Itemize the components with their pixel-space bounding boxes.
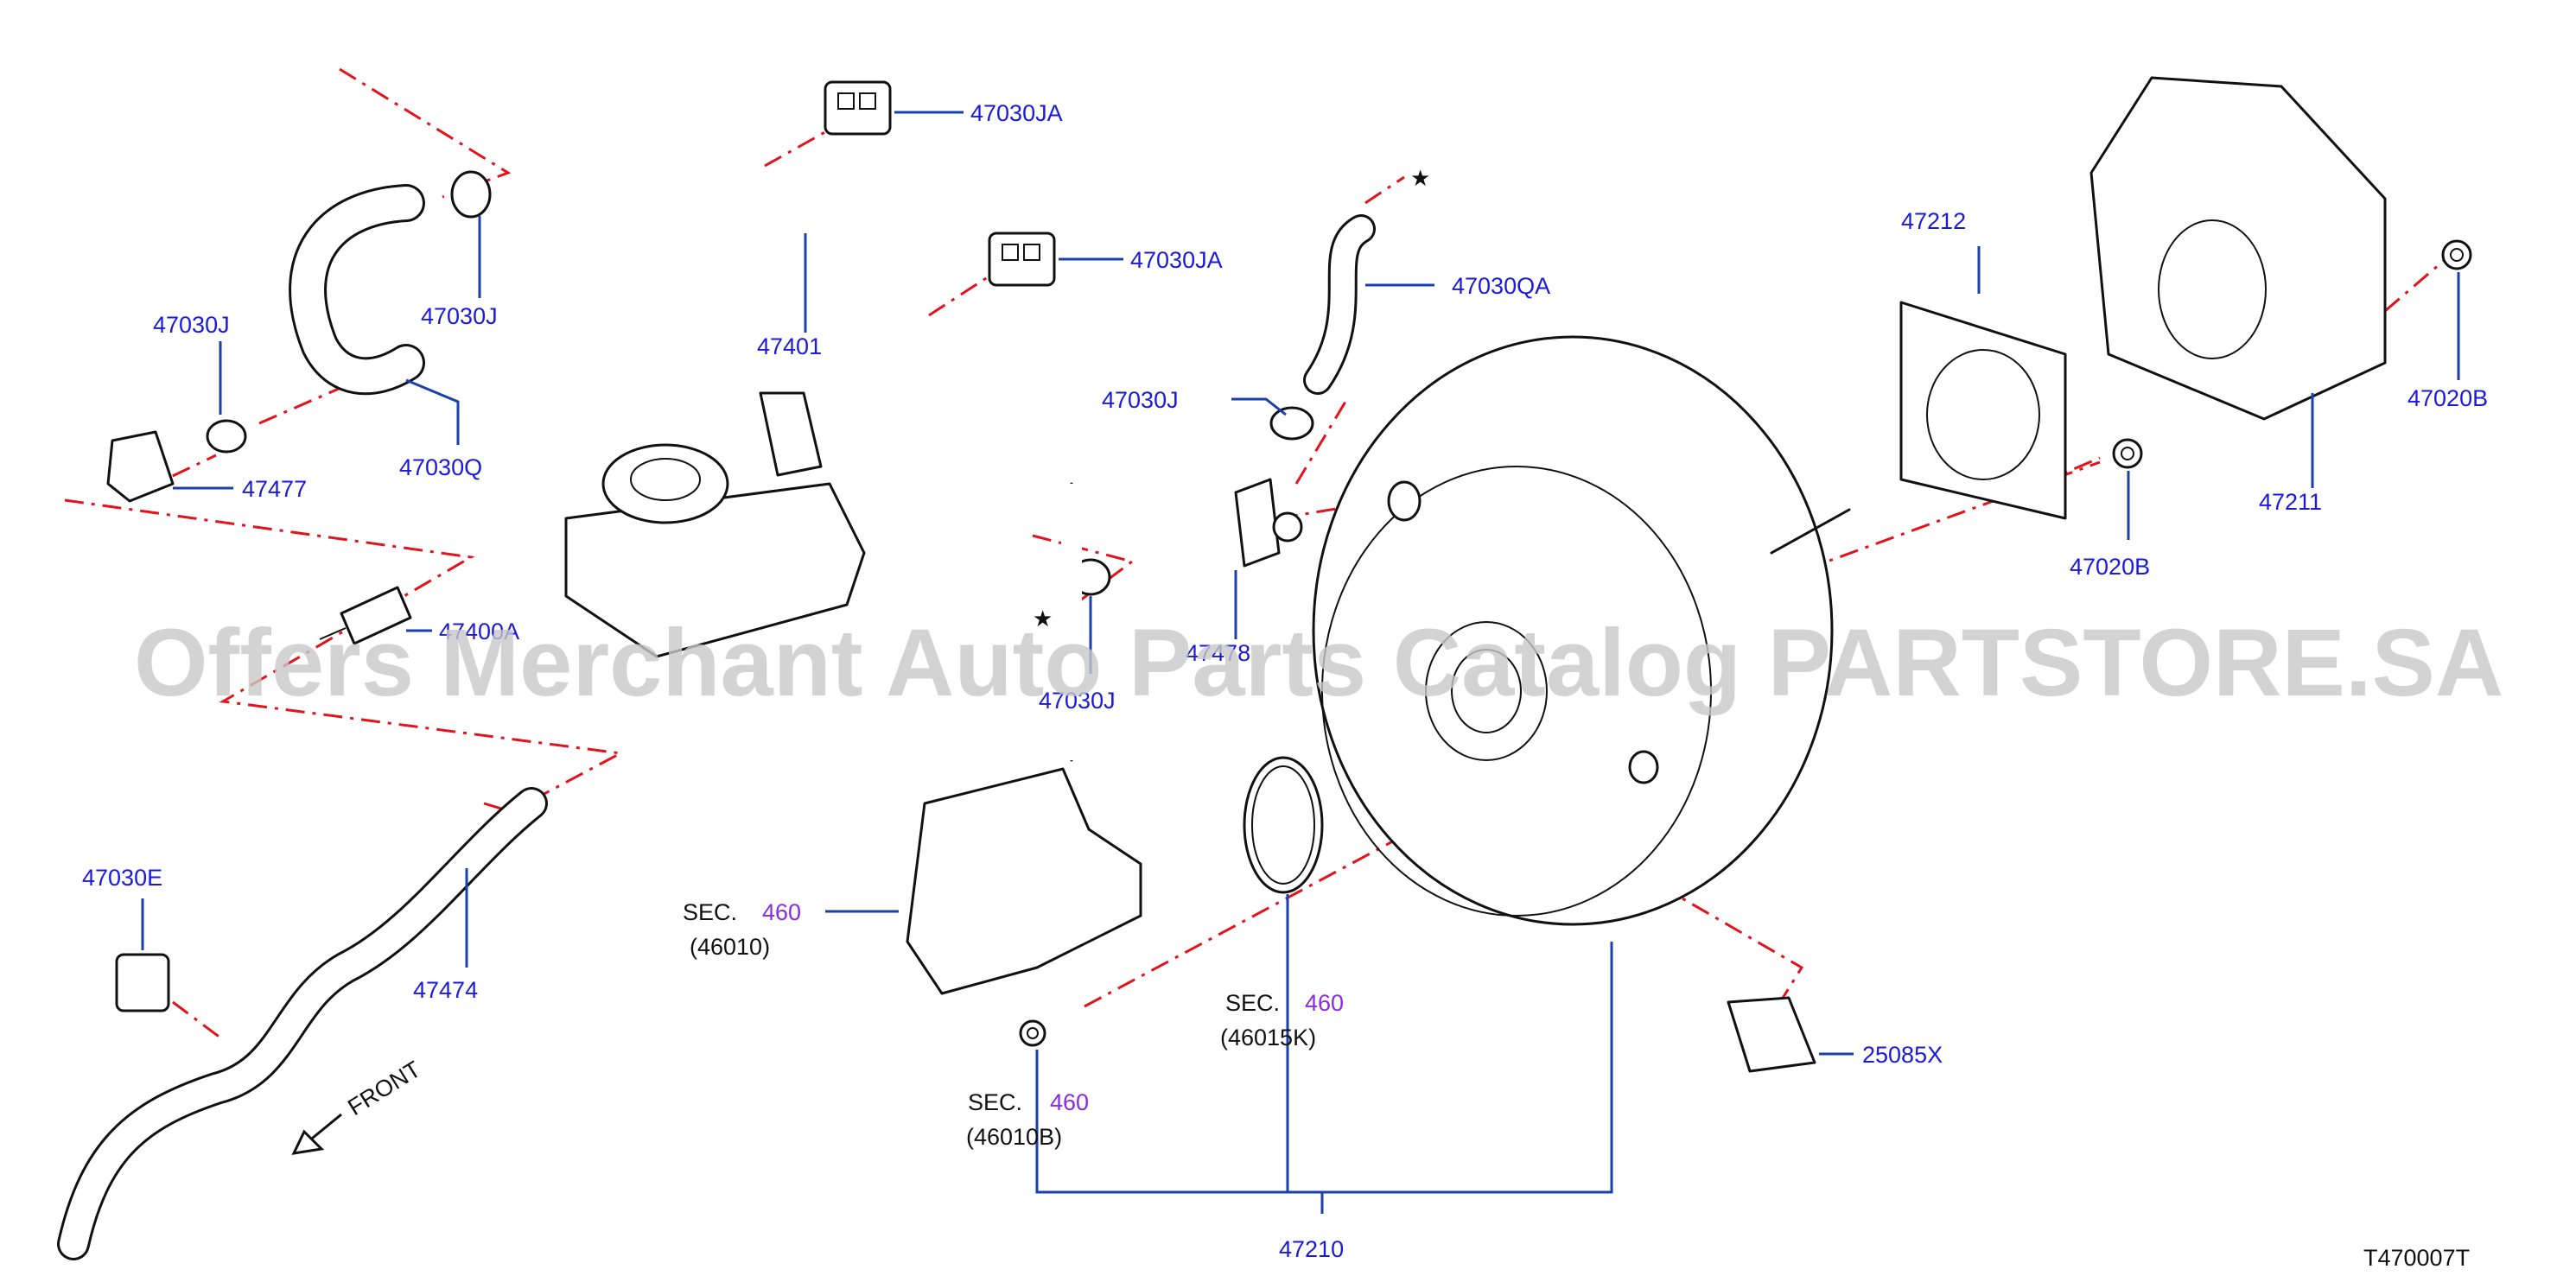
- sec-ref-3-number: 460: [1050, 1089, 1089, 1115]
- hose-47030QA: [1303, 214, 1376, 395]
- brake-booster-47210: [1312, 335, 1851, 926]
- nut-47020B-mid: [2112, 438, 2143, 469]
- label-47401: 47401: [757, 333, 822, 359]
- label-47212: 47212: [1901, 208, 1966, 234]
- part-labels: 47030JA 47030JA 47030J 47401 47030J 4703…: [82, 100, 2488, 1271]
- label-25085X: 25085X: [1862, 1042, 1943, 1068]
- valve-47400A: [319, 586, 412, 645]
- connector-47030JA-upper: [824, 80, 892, 136]
- sec-ref-2-prefix: SEC.: [1225, 990, 1280, 1016]
- front-label: FRONT: [343, 1056, 425, 1120]
- nut-46010B: [1019, 1019, 1046, 1047]
- sec-ref-1-prefix: SEC.: [683, 899, 737, 925]
- connector-47030JA-lower: [988, 232, 1056, 287]
- label-47030J-mid: 47030J: [1102, 387, 1179, 413]
- plate-47211: [2089, 76, 2387, 421]
- sec-ref-2-ref: (46015K): [1220, 1025, 1316, 1050]
- reservoir: [564, 391, 866, 658]
- leader-lines: [141, 111, 2460, 1214]
- clamp-47030J-top: [450, 170, 492, 219]
- bracket-47477: [106, 430, 175, 503]
- star-marker-mid: ★: [1033, 606, 1053, 632]
- diagram-code: T470007T: [2363, 1245, 2470, 1271]
- label-47030J-top: 47030J: [421, 303, 498, 329]
- sec-ref-3-prefix: SEC.: [968, 1089, 1022, 1115]
- sec-ref-2-number: 460: [1305, 990, 1344, 1016]
- clamp-47030J-left: [206, 419, 247, 454]
- clamp-47030J-mid: [1269, 406, 1314, 441]
- hose-47474: [57, 787, 548, 1260]
- gasket-47212: [1899, 301, 2067, 520]
- label-47474: 47474: [413, 977, 478, 1003]
- label-47030QA: 47030QA: [1452, 273, 1550, 299]
- label-47030E: 47030E: [82, 865, 162, 891]
- label-47030JA-lower: 47030JA: [1130, 247, 1223, 273]
- sec-ref-1-number: 460: [762, 899, 801, 925]
- elbow-47478: [1234, 478, 1303, 568]
- watermark: Offers Merchant Auto Parts Catalog PARTS…: [134, 610, 2503, 716]
- connector-47030E: [115, 953, 170, 1012]
- star-marker-top: ★: [1410, 166, 1430, 192]
- hose-47030Q: [289, 184, 425, 396]
- label-47477: 47477: [242, 476, 307, 502]
- label-47210: 47210: [1279, 1236, 1344, 1262]
- hose-47401: [347, 36, 1078, 491]
- sensor-25085X: [1727, 996, 1816, 1073]
- sec-ref-1-ref: (46010): [690, 934, 770, 960]
- label-47400A: 47400A: [439, 619, 519, 644]
- label-47030J-lower: 47030J: [1039, 688, 1116, 714]
- label-47030J-left: 47030J: [153, 312, 230, 338]
- label-47020B-mid: 47020B: [2070, 554, 2150, 580]
- master-cylinder: [906, 482, 1142, 995]
- front-arrow: FRONT: [291, 1056, 425, 1155]
- nut-47020B-right: [2441, 239, 2472, 270]
- label-47211: 47211: [2259, 489, 2322, 515]
- label-47020B-right: 47020B: [2407, 385, 2488, 411]
- sec-ref-3-ref: (46010B): [966, 1124, 1062, 1150]
- label-47030JA-upper: 47030JA: [970, 100, 1063, 126]
- o-ring: [1243, 756, 1324, 894]
- label-47030Q: 47030Q: [399, 454, 482, 480]
- label-47478: 47478: [1186, 640, 1250, 666]
